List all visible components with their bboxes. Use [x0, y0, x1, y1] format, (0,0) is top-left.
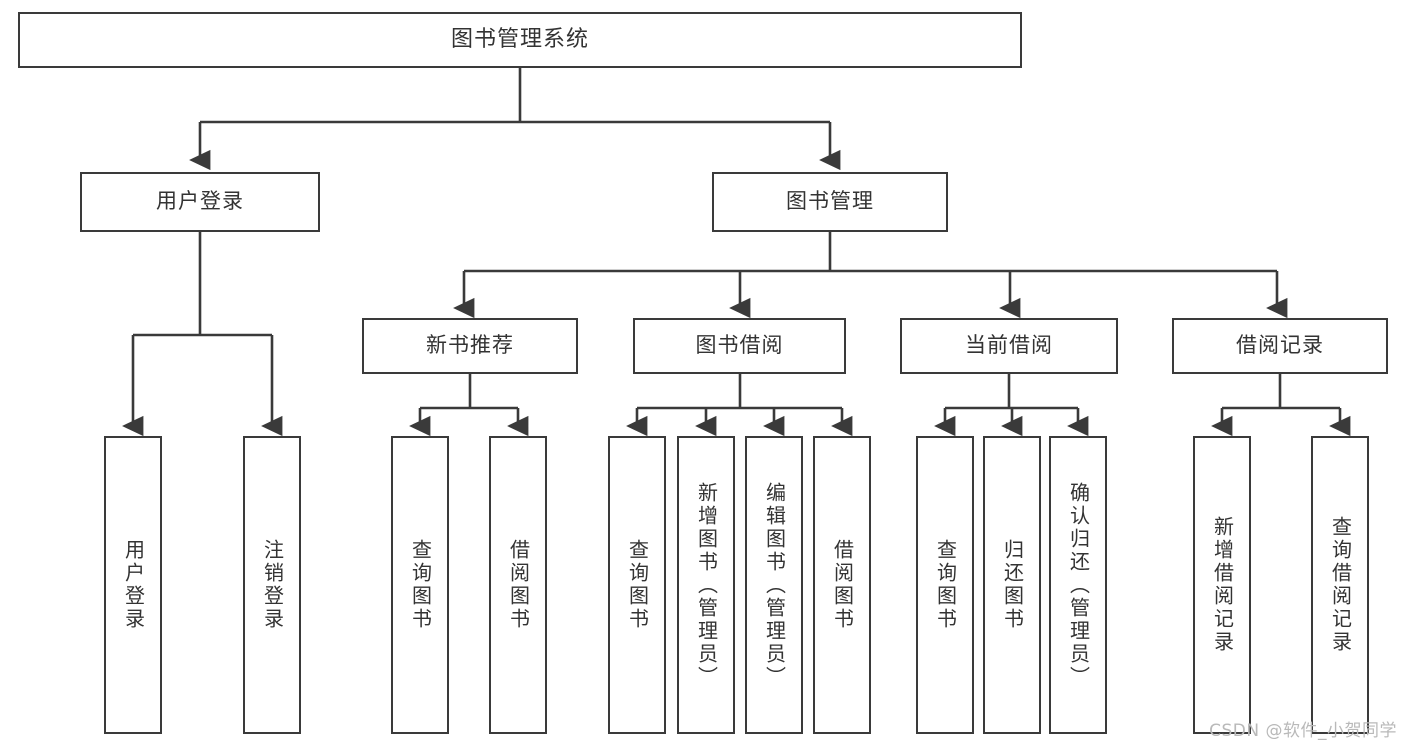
leaf-records-add-record[interactable]: 新增借阅记录	[1193, 436, 1251, 734]
leaf-current-confirm-return-admin-label: 确认归还（管理员）	[1066, 481, 1091, 689]
leaf-current-query-book[interactable]: 查询图书	[916, 436, 974, 734]
leaf-current-return-book[interactable]: 归还图书	[983, 436, 1041, 734]
leaf-borrow-add-book-admin[interactable]: 新增图书（管理员）	[677, 436, 735, 734]
csdn-watermark: CSDN @软件_小贺同学	[1209, 721, 1397, 741]
leaf-user-login-label: 用户登录	[121, 539, 146, 631]
leaf-borrow-edit-book-admin-label: 编辑图书（管理员）	[762, 481, 787, 689]
leaf-user-logout-label: 注销登录	[260, 539, 285, 631]
leaf-current-return-book-label: 归还图书	[1000, 539, 1025, 631]
leaf-borrow-add-book-admin-label: 新增图书（管理员）	[694, 481, 719, 689]
node-current-borrow-label: 当前借阅	[965, 333, 1053, 358]
node-root-system[interactable]: 图书管理系统	[18, 12, 1022, 68]
leaf-recommend-borrow-book[interactable]: 借阅图书	[489, 436, 547, 734]
node-user-login-label: 用户登录	[156, 189, 244, 214]
node-book-management-label: 图书管理	[786, 189, 874, 214]
node-book-management[interactable]: 图书管理	[712, 172, 948, 232]
leaf-user-logout[interactable]: 注销登录	[243, 436, 301, 734]
node-new-book-recommend-label: 新书推荐	[426, 333, 514, 358]
leaf-borrow-query-book[interactable]: 查询图书	[608, 436, 666, 734]
leaf-recommend-borrow-book-label: 借阅图书	[506, 539, 531, 631]
node-new-book-recommend[interactable]: 新书推荐	[362, 318, 578, 374]
leaf-records-add-record-label: 新增借阅记录	[1210, 516, 1235, 654]
leaf-user-login[interactable]: 用户登录	[104, 436, 162, 734]
leaf-current-confirm-return-admin[interactable]: 确认归还（管理员）	[1049, 436, 1107, 734]
node-user-login[interactable]: 用户登录	[80, 172, 320, 232]
leaf-recommend-query-book[interactable]: 查询图书	[391, 436, 449, 734]
leaf-records-query-record-label: 查询借阅记录	[1328, 516, 1353, 654]
node-borrow-records[interactable]: 借阅记录	[1172, 318, 1388, 374]
leaf-records-query-record[interactable]: 查询借阅记录	[1311, 436, 1369, 734]
leaf-borrow-edit-book-admin[interactable]: 编辑图书（管理员）	[745, 436, 803, 734]
node-current-borrow[interactable]: 当前借阅	[900, 318, 1118, 374]
leaf-borrow-query-book-label: 查询图书	[625, 539, 650, 631]
leaf-borrow-borrow-book-label: 借阅图书	[830, 539, 855, 631]
node-borrow-records-label: 借阅记录	[1236, 333, 1324, 358]
node-book-borrow[interactable]: 图书借阅	[633, 318, 846, 374]
leaf-borrow-borrow-book[interactable]: 借阅图书	[813, 436, 871, 734]
node-root-system-label: 图书管理系统	[450, 26, 589, 52]
leaf-recommend-query-book-label: 查询图书	[408, 539, 433, 631]
leaf-current-query-book-label: 查询图书	[933, 539, 958, 631]
node-book-borrow-label: 图书借阅	[695, 333, 784, 358]
